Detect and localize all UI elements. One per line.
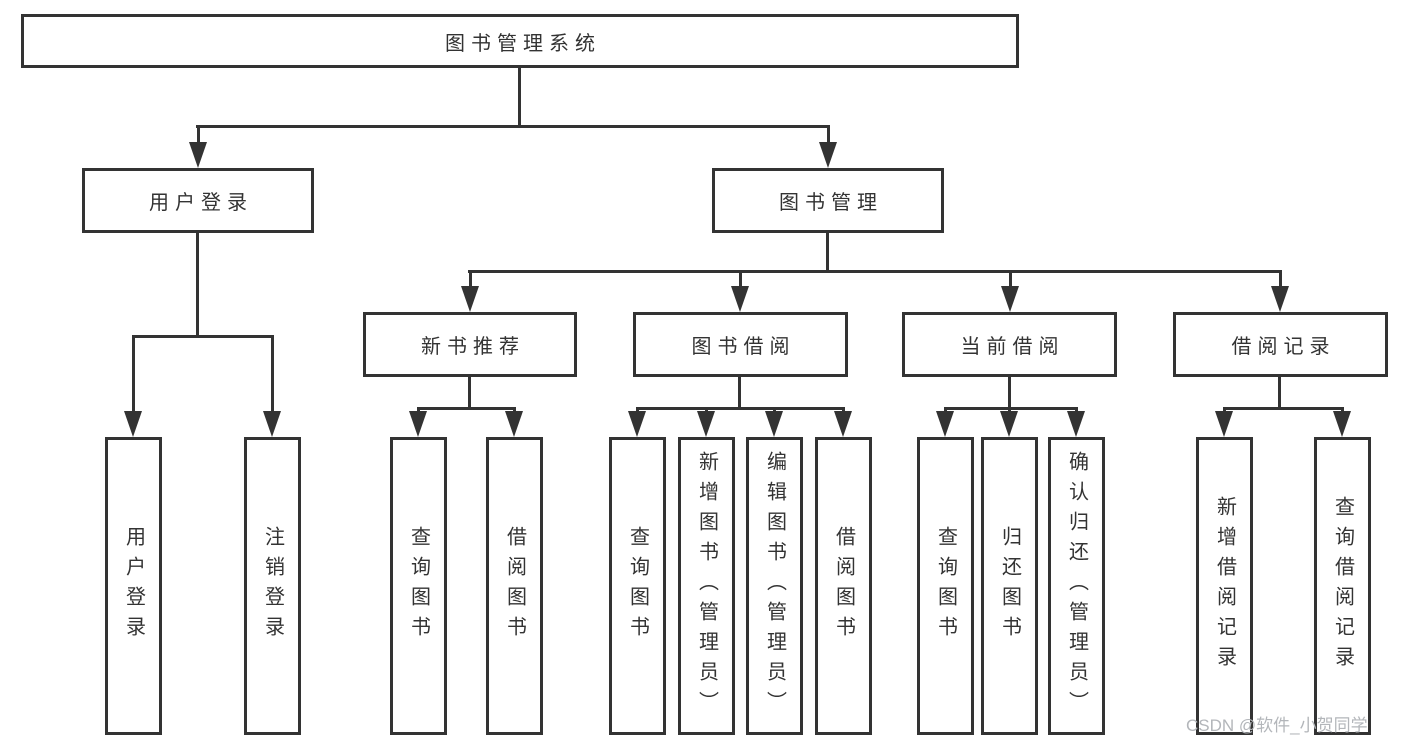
connector-arrow (263, 335, 281, 437)
connector-line (1278, 377, 1281, 409)
arrow-down-icon (1001, 286, 1019, 312)
arrow-down-icon (765, 411, 783, 437)
arrow-down-icon (189, 142, 207, 168)
connector-line (944, 407, 1078, 410)
node-user-login: 用户登录 (82, 168, 314, 233)
watermark: CSDN @软件_小贺同学 (1186, 716, 1368, 735)
node-current-borrow: 当前借阅 (902, 312, 1117, 377)
leaf-borrow-books: 借阅图书 (815, 437, 872, 735)
arrow-down-icon (628, 411, 646, 437)
arrow-down-icon (409, 411, 427, 437)
leaf-search-books-current: 查询图书 (917, 437, 974, 735)
connector-line (196, 233, 199, 337)
node-borrow-records: 借阅记录 (1173, 312, 1388, 377)
leaf-search-books-recommend: 查询图书 (390, 437, 447, 735)
leaf-borrow-books-recommend: 借阅图书 (486, 437, 543, 735)
node-book-borrow: 图书借阅 (633, 312, 848, 377)
leaf-add-book-admin: 新增图书（管理员） (678, 437, 735, 735)
connector-line (738, 377, 741, 409)
connector-arrow (819, 125, 837, 168)
connector-arrow (1000, 407, 1018, 437)
leaf-user-login: 用户登录 (105, 437, 162, 735)
arrow-down-icon (461, 286, 479, 312)
connector-line (1223, 407, 1344, 410)
arrow-down-icon (936, 411, 954, 437)
node-library-management-system: 图书管理系统 (21, 14, 1019, 68)
connector-arrow (936, 407, 954, 437)
arrow-down-icon (1215, 411, 1233, 437)
leaf-add-borrow-record: 新增借阅记录 (1196, 437, 1253, 735)
connector-arrow (697, 407, 715, 437)
arrow-down-icon (1067, 411, 1085, 437)
arrow-down-icon (263, 411, 281, 437)
connector-arrow (628, 407, 646, 437)
arrow-down-icon (834, 411, 852, 437)
connector-line (636, 407, 845, 410)
connector-arrow (1067, 407, 1085, 437)
leaf-return-books: 归还图书 (981, 437, 1038, 735)
connector-line (468, 377, 471, 409)
leaf-search-borrow-record: 查询借阅记录 (1314, 437, 1371, 735)
connector-line (132, 335, 274, 338)
connector-arrow (461, 270, 479, 312)
connector-arrow (765, 407, 783, 437)
arrow-down-icon (697, 411, 715, 437)
leaf-logout: 注销登录 (244, 437, 301, 735)
connector-arrow (1333, 407, 1351, 437)
connector-arrow (409, 407, 427, 437)
connector-arrow (505, 407, 523, 437)
leaf-search-books-borrow: 查询图书 (609, 437, 666, 735)
node-new-book-recommend: 新书推荐 (363, 312, 577, 377)
arrow-down-icon (124, 411, 142, 437)
connector-line (468, 270, 1282, 273)
arrow-down-icon (731, 286, 749, 312)
connector-arrow (731, 270, 749, 312)
connector-line (1008, 377, 1011, 409)
arrow-down-icon (505, 411, 523, 437)
leaf-edit-book-admin: 编辑图书（管理员） (746, 437, 803, 735)
connector-line (417, 407, 516, 410)
connector-arrow (834, 407, 852, 437)
arrow-down-icon (819, 142, 837, 168)
arrow-down-icon (1333, 411, 1351, 437)
arrow-down-icon (1000, 411, 1018, 437)
node-book-management: 图书管理 (712, 168, 944, 233)
connector-arrow (1001, 270, 1019, 312)
connector-line (826, 233, 829, 272)
connector-line (518, 68, 521, 126)
connector-arrow (189, 125, 207, 168)
leaf-confirm-return-admin: 确认归还（管理员） (1048, 437, 1105, 735)
arrow-down-icon (1271, 286, 1289, 312)
connector-arrow (1215, 407, 1233, 437)
connector-arrow (124, 335, 142, 437)
connector-line (196, 125, 830, 128)
connector-arrow (1271, 270, 1289, 312)
